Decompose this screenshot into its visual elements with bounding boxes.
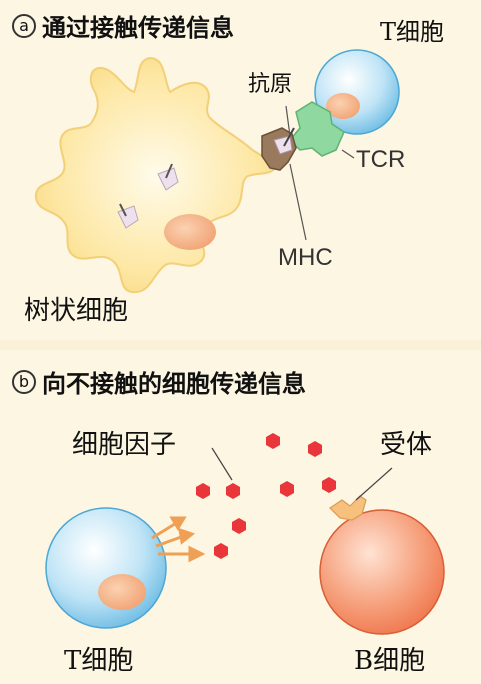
panel-b-distant-signaling: b 向不接触的细胞传递信息 细胞因子 受体 T细胞 B细胞 — [0, 350, 481, 684]
cytokine-6 — [322, 477, 336, 493]
panel-b-heading: b 向不接触的细胞传递信息 — [12, 364, 306, 399]
t-cell-b-nucleus — [98, 574, 146, 610]
panel-a-title: 通过接触传递信息 — [42, 14, 234, 42]
mhc-label: MHC — [278, 244, 333, 271]
cytokine-1 — [196, 483, 210, 499]
panel-b-illustration — [45, 433, 445, 635]
antigen-label: 抗原 — [248, 72, 293, 97]
cytokine-4 — [308, 441, 322, 457]
panel-a-heading: a 通过接触传递信息 — [12, 8, 234, 43]
internal-antigen-complex-2 — [117, 203, 139, 229]
receptor-label: 受体 — [380, 430, 433, 460]
dendritic-cell-body — [34, 56, 278, 294]
dendritic-cell-nucleus — [164, 214, 216, 250]
receptor — [329, 495, 367, 521]
cytokine-2 — [226, 483, 240, 499]
cytokine-5 — [280, 481, 294, 497]
receptor-leader — [355, 467, 393, 501]
cytokine-8 — [214, 543, 228, 559]
panel-a-contact-signaling: a 通过接触传递信息 T细胞 抗原 TCR MHC 树状细胞 — [0, 0, 481, 340]
internal-antigen-complex-1 — [157, 163, 179, 191]
t-cell-b-label: T细胞 — [64, 646, 134, 676]
cytokine-3 — [266, 433, 280, 449]
panel-b-letter: b — [12, 369, 36, 394]
secretion-arrows — [151, 516, 206, 563]
mhc-leader — [289, 163, 307, 241]
b-cell-label: B细胞 — [354, 646, 426, 676]
cytokine-7 — [232, 518, 246, 534]
panel-b-title: 向不接触的细胞传递信息 — [42, 370, 306, 398]
b-cell — [319, 509, 445, 635]
panel-a-illustration — [34, 49, 400, 294]
antigen-stick — [283, 127, 295, 147]
t-cell-a-nucleus — [326, 93, 360, 119]
t-cell-a-label: T细胞 — [380, 18, 445, 46]
cytokine-leader — [211, 447, 233, 481]
antigen-leader — [285, 105, 291, 137]
cytokine-particles — [196, 433, 336, 559]
tcr-label: TCR — [356, 146, 406, 173]
cytokine-label: 细胞因子 — [72, 430, 177, 460]
panel-divider — [0, 340, 481, 350]
tcr-leader — [341, 149, 355, 159]
dendritic-cell-label: 树状细胞 — [24, 296, 129, 326]
t-cell-b — [45, 507, 167, 629]
panel-a-letter: a — [12, 13, 36, 38]
